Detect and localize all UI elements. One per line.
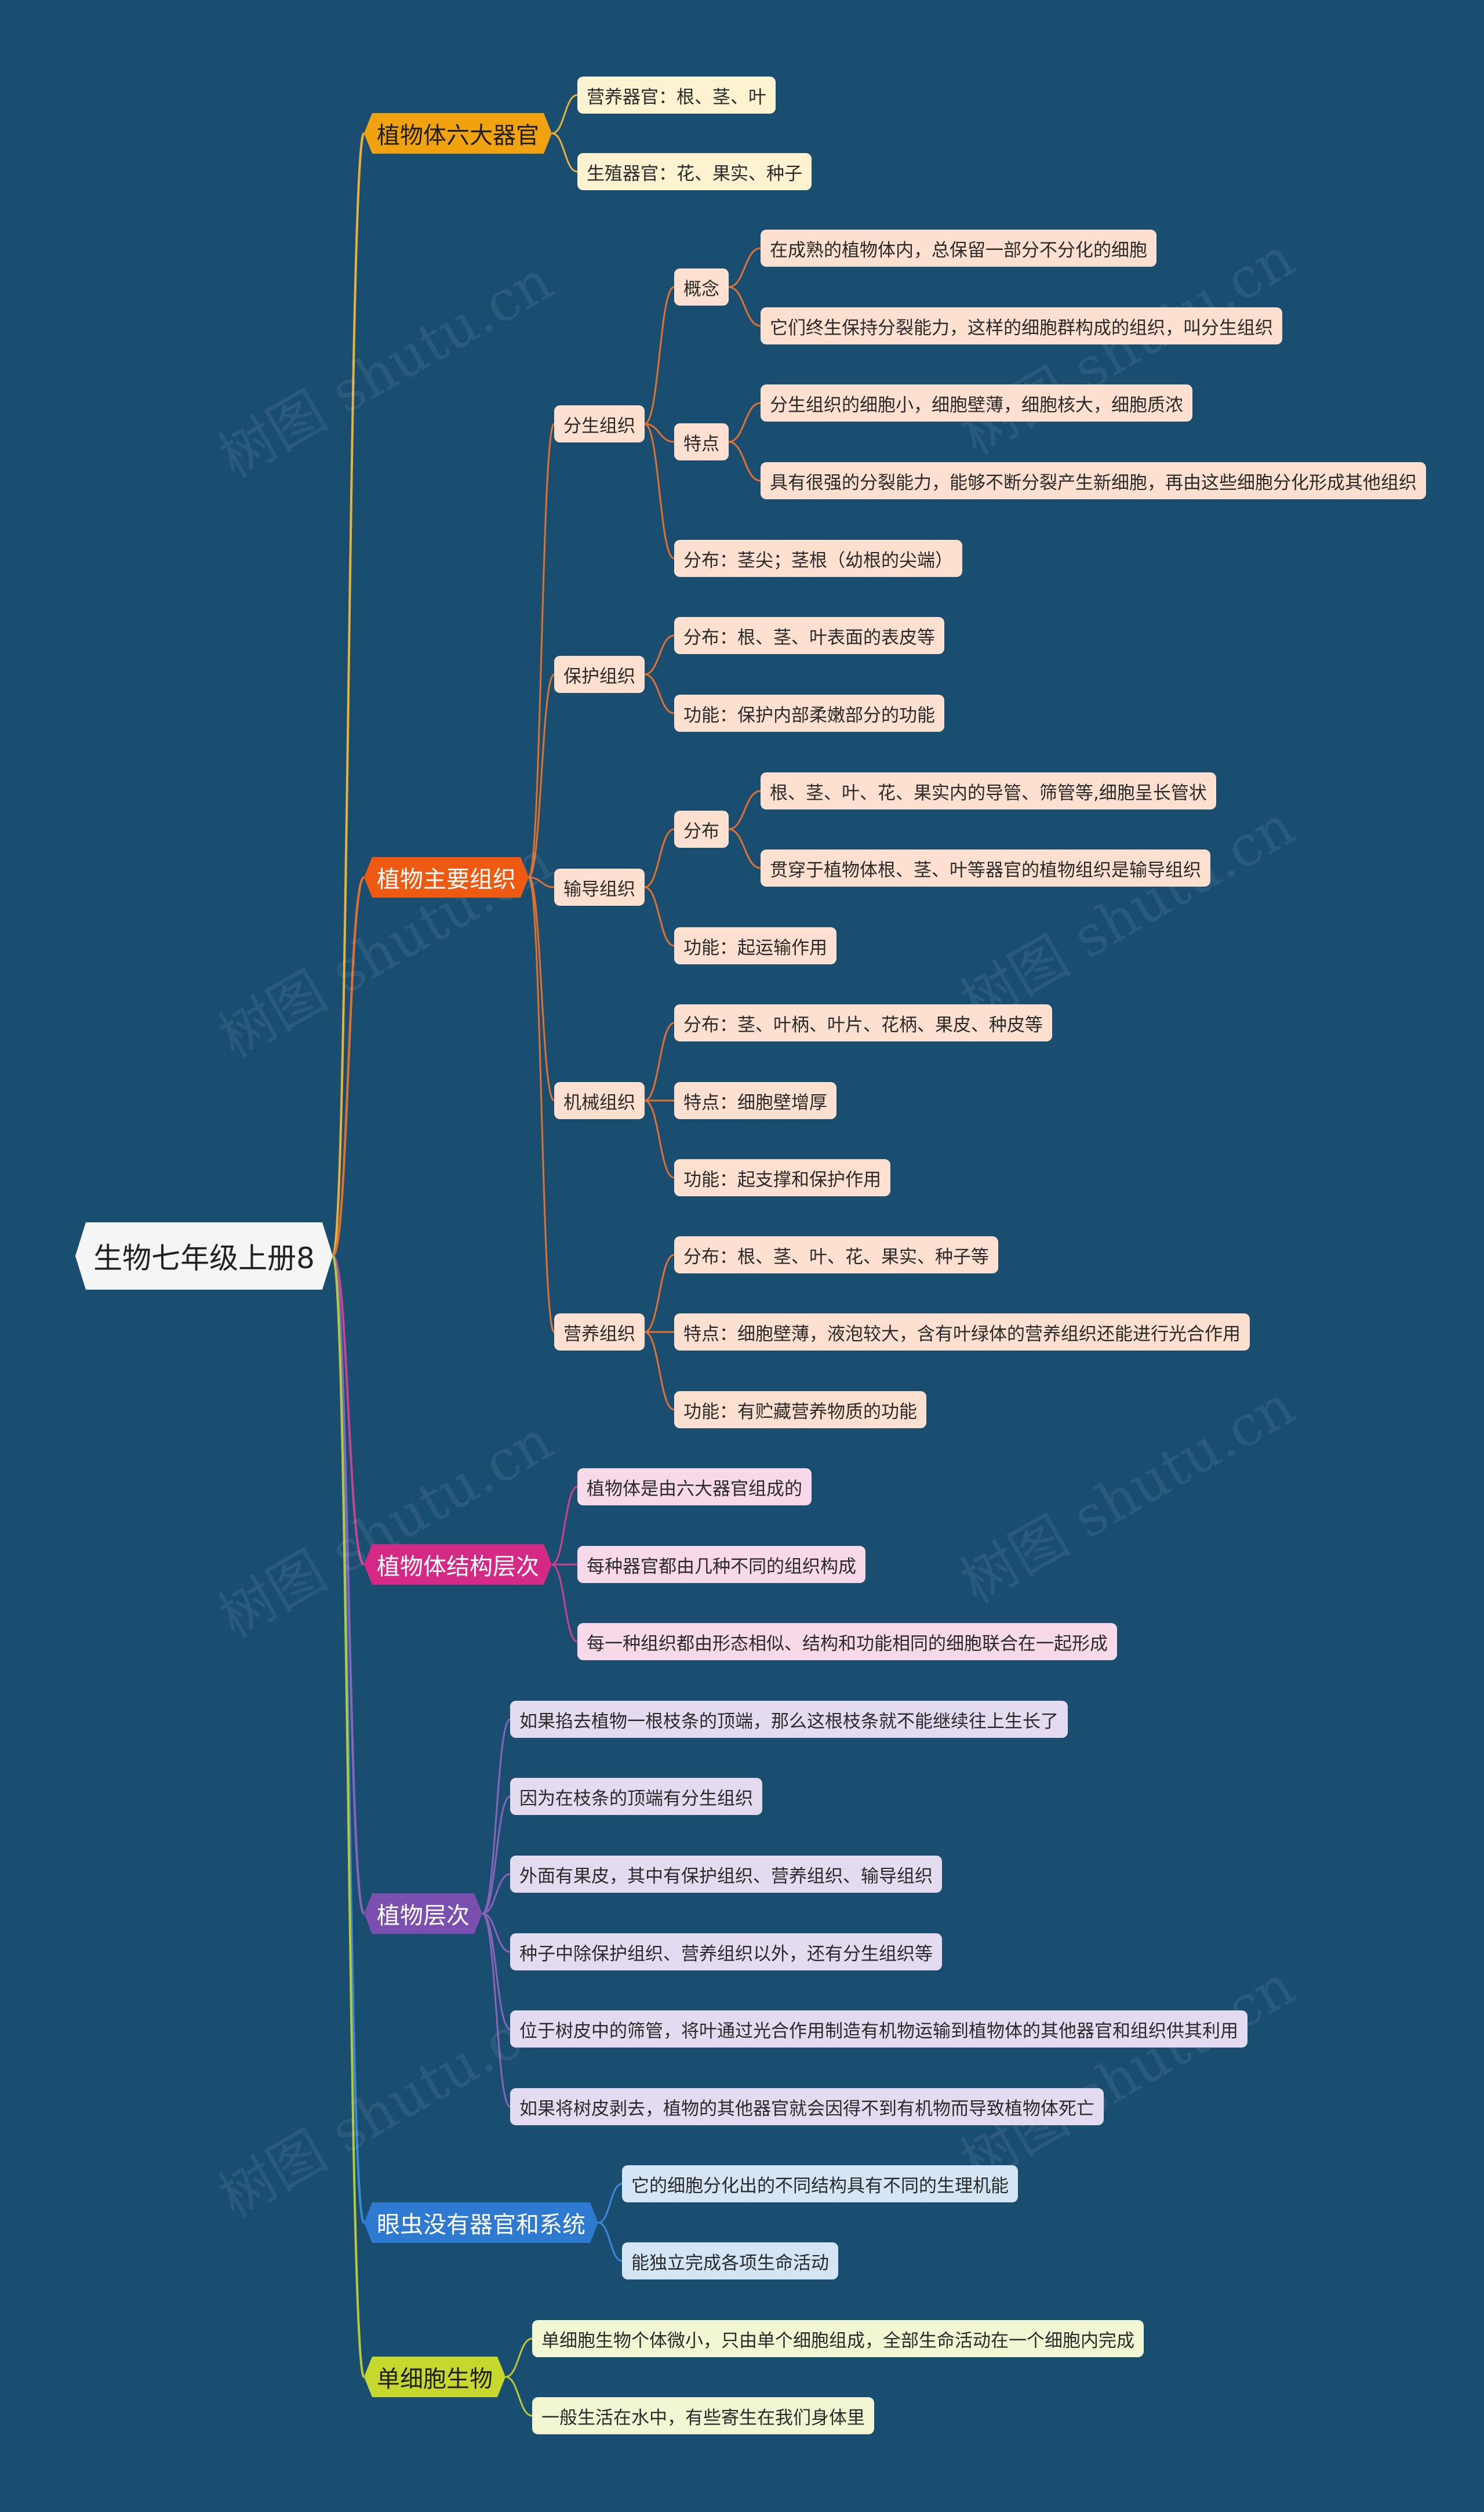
subtopic-node[interactable]: 保护组织 [554, 656, 645, 693]
leaf-node[interactable]: 如果将树皮剥去，植物的其他器官就会因得不到有机物而导致植物体死亡 [510, 2088, 1104, 2125]
connector-line [728, 286, 761, 327]
connector-line [482, 1912, 511, 2030]
connector-line [505, 2376, 533, 2417]
connector-line [728, 402, 761, 443]
subtopic-node[interactable]: 机械组织 [554, 1082, 645, 1119]
leaf-node[interactable]: 植物体是由六大器官组成的 [577, 1468, 812, 1505]
connector-line [332, 1255, 365, 1566]
leaf-node[interactable]: 贯穿于植物体根、茎、叶等器官的植物组织是输导组织 [761, 850, 1210, 887]
leaf-node[interactable]: 单细胞生物个体微小，只由单个细胞组成，全部生命活动在一个细胞内完成 [532, 2320, 1144, 2357]
subtopic-node[interactable]: 营养组织 [554, 1313, 645, 1351]
subtopic-node[interactable]: 概念 [674, 268, 729, 306]
leaf-node[interactable]: 功能：保护内部柔嫩部分的功能 [674, 695, 944, 732]
subtopic-node[interactable]: 特点 [674, 423, 729, 460]
connector-line [728, 441, 761, 482]
connector-line [598, 2183, 623, 2224]
root-node[interactable]: 生物七年级上册8 [75, 1222, 333, 1290]
branch-node[interactable]: 植物体六大器官 [364, 113, 552, 154]
connector-line [528, 876, 555, 1333]
leaf-node[interactable]: 外面有果皮，其中有保护组织、营养组织、输导组织 [510, 1856, 942, 1893]
connector-line [728, 790, 761, 830]
connector-line [482, 1795, 511, 1915]
connector-line [505, 2337, 533, 2378]
leaf-node[interactable]: 根、茎、叶、花、果实内的导管、筛管等,细胞呈长管状 [761, 772, 1216, 809]
connector-line [551, 132, 578, 173]
connector-line [332, 132, 365, 1257]
leaf-node[interactable]: 它的细胞分化出的不同结构具有不同的生理机能 [622, 2165, 1018, 2202]
connector-line [644, 673, 675, 714]
leaf-node[interactable]: 特点：细胞壁增厚 [674, 1082, 836, 1119]
leaf-node[interactable]: 分布：根、茎、叶表面的表皮等 [674, 617, 944, 654]
leaf-node[interactable]: 分布：茎、叶柄、叶片、花柄、果皮、种皮等 [674, 1004, 1052, 1041]
connector-line [644, 1331, 675, 1411]
connector-line [482, 1912, 511, 1953]
leaf-node[interactable]: 能独立完成各项生命活动 [622, 2242, 838, 2279]
branch-node[interactable]: 单细胞生物 [364, 2357, 505, 2397]
connector-line [528, 876, 555, 888]
leaf-node[interactable]: 功能：起支撑和保护作用 [674, 1159, 890, 1196]
branch-node[interactable]: 植物体结构层次 [364, 1544, 552, 1585]
connector-line [482, 1718, 511, 1915]
connector-line [482, 1912, 511, 2108]
leaf-node[interactable]: 位于树皮中的筛管，将叶通过光合作用制造有机物运输到植物体的其他器官和组织供其利用 [510, 2010, 1247, 2048]
leaf-node[interactable]: 具有很强的分裂能力，能够不断分裂产生新细胞，再由这些细胞分化形成其他组织 [761, 462, 1426, 499]
connector-line [482, 1873, 511, 1915]
connector-line [528, 673, 555, 879]
leaf-node[interactable]: 生殖器官：花、果实、种子 [577, 153, 812, 190]
subtopic-node[interactable]: 分生组织 [554, 405, 645, 442]
connector-line [528, 423, 555, 879]
connector-line [551, 94, 578, 135]
connector-line [332, 876, 365, 1257]
branch-node[interactable]: 植物主要组织 [364, 857, 529, 898]
branch-node[interactable]: 植物层次 [364, 1893, 482, 1934]
connector-line [551, 1486, 578, 1566]
connector-line [644, 286, 675, 425]
connector-line [528, 876, 555, 1102]
leaf-node[interactable]: 因为在枝条的顶端有分生组织 [510, 1778, 762, 1815]
leaf-node[interactable]: 分布：根、茎、叶、花、果实、种子等 [674, 1236, 998, 1273]
leaf-node[interactable]: 分布：茎尖；茎根（幼根的尖端） [674, 540, 962, 577]
connector-line [644, 423, 675, 560]
leaf-node[interactable]: 每种器官都由几种不同的组织构成 [577, 1546, 865, 1583]
connector-line [644, 1022, 675, 1102]
leaf-node[interactable]: 每一种组织都由形态相似、结构和功能相同的细胞联合在一起形成 [577, 1623, 1117, 1660]
leaf-node[interactable]: 功能：起运输作用 [674, 927, 836, 964]
subtopic-node[interactable]: 输导组织 [554, 869, 645, 906]
leaf-node[interactable]: 一般生活在水中，有些寄生在我们身体里 [532, 2397, 874, 2434]
connector-line [644, 634, 675, 676]
leaf-node[interactable]: 分生组织的细胞小，细胞壁薄，细胞核大，细胞质浓 [761, 384, 1192, 422]
leaf-node[interactable]: 功能：有贮藏营养物质的功能 [674, 1391, 926, 1428]
leaf-node[interactable]: 它们终生保持分裂能力，这样的细胞群构成的组织，叫分生组织 [761, 307, 1282, 344]
leaf-node[interactable]: 种子中除保护组织、营养组织以外，还有分生组织等 [510, 1933, 942, 1970]
leaf-node[interactable]: 在成熟的植物体内，总保留一部分不分化的细胞 [761, 230, 1156, 267]
connector-line [551, 1563, 578, 1643]
subtopic-node[interactable]: 分布 [674, 811, 729, 848]
leaf-node[interactable]: 特点：细胞壁薄，液泡较大，含有叶绿体的营养组织还能进行光合作用 [674, 1313, 1250, 1351]
leaf-node[interactable]: 如果掐去植物一根枝条的顶端，那么这根枝条就不能继续往上生长了 [510, 1701, 1068, 1738]
connector-line [332, 1255, 365, 2378]
connector-line [728, 828, 761, 869]
connector-line [644, 828, 675, 888]
connector-line [644, 1099, 675, 1179]
leaf-node[interactable]: 营养器官：根、茎、叶 [577, 77, 776, 114]
connector-line [644, 423, 675, 443]
connector-line [644, 886, 675, 947]
connector-line [644, 1254, 675, 1333]
branch-node[interactable]: 眼虫没有器官和系统 [364, 2202, 598, 2243]
connector-line [598, 2221, 623, 2262]
connector-line [728, 247, 761, 288]
